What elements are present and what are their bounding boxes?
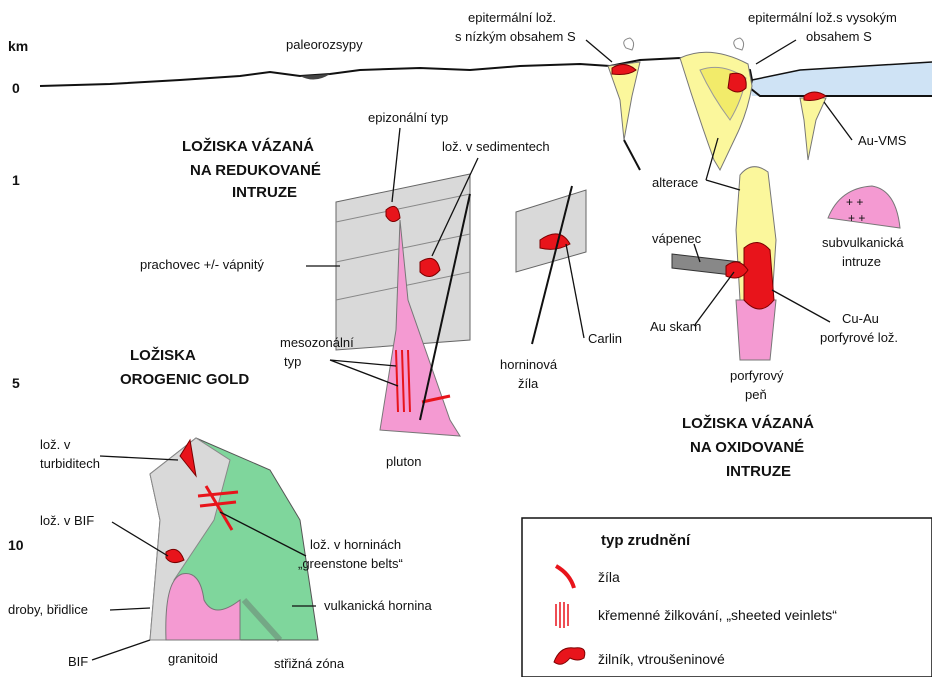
svg-text:paleorozsypy: paleorozsypy xyxy=(286,37,363,52)
svg-text:Carlin: Carlin xyxy=(588,331,622,346)
svg-text:pluton: pluton xyxy=(386,454,421,469)
depth-tick-5: 5 xyxy=(12,375,20,391)
svg-text:prachovec +/- vápnitý: prachovec +/- vápnitý xyxy=(140,257,264,272)
svg-text:+ +: + + xyxy=(848,211,865,225)
svg-text:epizonální typ: epizonální typ xyxy=(368,110,448,125)
svg-text:turbiditech: turbiditech xyxy=(40,456,100,471)
svg-text:INTRUZE: INTRUZE xyxy=(726,463,791,480)
svg-text:mesozonální: mesozonální xyxy=(280,335,354,350)
svg-text:NA OXIDOVANÉ: NA OXIDOVANÉ xyxy=(690,439,804,456)
heading-oxidized: LOŽISKA VÁZANÁ NA OXIDOVANÉ INTRUZE xyxy=(682,414,814,480)
svg-text:NA REDUKOVANÉ: NA REDUKOVANÉ xyxy=(190,162,321,179)
svg-text:Au-VMS: Au-VMS xyxy=(858,133,907,148)
legend-item-stockwork: žilník, vtroušeninové xyxy=(598,651,725,667)
svg-text:porfyrový: porfyrový xyxy=(730,368,784,383)
heading-orogenic: LOŽISKA OROGENIC GOLD xyxy=(120,346,249,388)
svg-text:epitermální lož.: epitermální lož. xyxy=(468,10,556,25)
svg-text:LOŽISKA: LOŽISKA xyxy=(130,346,196,364)
legend: typ zrudnění žíla křemenné žilkování, „s… xyxy=(522,518,932,677)
legend-item-vein: žíla xyxy=(598,569,620,585)
svg-text:granitoid: granitoid xyxy=(168,651,218,666)
svg-text:střižná zóna: střižná zóna xyxy=(274,656,345,671)
depth-axis: km 0 1 5 10 xyxy=(8,38,28,553)
svg-text:Au skarn: Au skarn xyxy=(650,319,701,334)
svg-text:epitermální lož.s vysokým: epitermální lož.s vysokým xyxy=(748,10,897,25)
svg-text:porfyrové lož.: porfyrové lož. xyxy=(820,330,898,345)
svg-text:typ: typ xyxy=(284,354,301,369)
svg-text:„greenstone belts“: „greenstone belts“ xyxy=(298,556,403,571)
legend-title: typ zrudnění xyxy=(601,532,691,549)
subvolcanic-intrusion: + + + + xyxy=(828,186,900,228)
svg-text:intruze: intruze xyxy=(842,254,881,269)
surface xyxy=(40,58,932,96)
carlin-block xyxy=(516,186,586,344)
reduced-intrusion-system xyxy=(336,174,470,436)
svg-text:vápenec: vápenec xyxy=(652,231,702,246)
heading-reduced: LOŽISKA VÁZANÁ NA REDUKOVANÉ INTRUZE xyxy=(182,137,321,201)
svg-text:INTRUZE: INTRUZE xyxy=(232,184,297,201)
svg-text:žíla: žíla xyxy=(518,376,539,391)
depth-unit: km xyxy=(8,38,28,54)
svg-text:horninová: horninová xyxy=(500,357,558,372)
svg-text:lož. v horninách: lož. v horninách xyxy=(310,537,401,552)
svg-text:lož. v BIF: lož. v BIF xyxy=(40,513,94,528)
epithermal-high-s xyxy=(680,38,752,170)
svg-text:OROGENIC GOLD: OROGENIC GOLD xyxy=(120,371,249,388)
svg-text:droby, břidlice: droby, břidlice xyxy=(8,602,88,617)
svg-text:subvulkanická: subvulkanická xyxy=(822,235,904,250)
svg-text:Cu-Au: Cu-Au xyxy=(842,311,879,326)
svg-text:lož. v sedimentech: lož. v sedimentech xyxy=(442,139,550,154)
orogenic-system xyxy=(150,438,318,640)
svg-text:BIF: BIF xyxy=(68,654,88,669)
legend-item-sheeted: křemenné žilkování, „sheeted veinlets“ xyxy=(598,607,837,623)
depth-tick-10: 10 xyxy=(8,537,24,553)
svg-text:obsahem S: obsahem S xyxy=(806,29,872,44)
svg-text:vulkanická hornina: vulkanická hornina xyxy=(324,598,432,613)
svg-text:+ +: + + xyxy=(846,195,863,209)
svg-text:LOŽISKA VÁZANÁ: LOŽISKA VÁZANÁ xyxy=(182,137,314,155)
epithermal-low-s xyxy=(608,38,640,170)
svg-text:LOŽISKA VÁZANÁ: LOŽISKA VÁZANÁ xyxy=(682,414,814,432)
au-vms xyxy=(800,92,826,160)
svg-text:alterace: alterace xyxy=(652,175,698,190)
depth-tick-0: 0 xyxy=(12,80,20,96)
svg-text:lož. v: lož. v xyxy=(40,437,71,452)
svg-text:peň: peň xyxy=(745,387,767,402)
svg-text:s nízkým obsahem S: s nízkým obsahem S xyxy=(455,29,576,44)
depth-tick-1: 1 xyxy=(12,172,20,188)
